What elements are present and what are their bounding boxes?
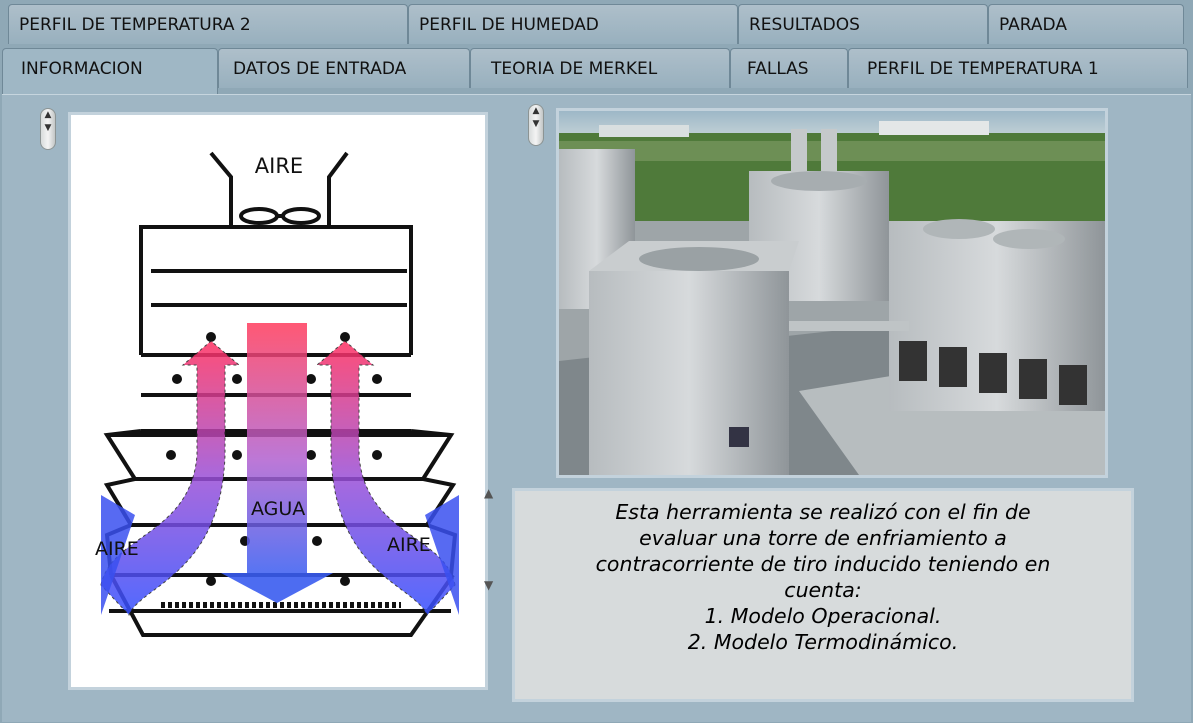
air-flow-arrow-right	[315, 340, 459, 616]
tab-row-front: INFORMACION DATOS DE ENTRADA TEORIA DE M…	[2, 48, 1188, 100]
cooling-tower-photo-svg	[559, 111, 1105, 475]
tab-row-back: PERFIL DE TEMPERATURA 2 PERFIL DE HUMEDA…	[8, 4, 1184, 44]
tab-teoria-de-merkel[interactable]: TEORIA DE MERKEL	[470, 48, 730, 88]
cooling-tower-photo	[556, 108, 1108, 478]
description-line: Esta herramienta se realizó con el fin d…	[615, 500, 1031, 524]
description-line: evaluar una torre de enfriamiento a	[639, 526, 1007, 550]
diagram-label-right-air: AIRE	[387, 534, 431, 556]
air-flow-arrow-left	[100, 340, 241, 616]
cooling-tower-diagram: AIRE AGUA AIRE AIRE	[68, 112, 488, 690]
diagram-label-water: AGUA	[251, 498, 305, 520]
text-scroll-down-icon[interactable]: ▼	[484, 578, 494, 592]
cooling-tower-diagram-svg: AIRE AGUA AIRE AIRE	[95, 151, 459, 637]
description-line: contracorriente de tiro inducido teniend…	[595, 552, 1051, 576]
text-scroll-up-icon[interactable]: ▲	[484, 486, 494, 500]
description-line: 2. Modelo Termodinámico.	[687, 630, 959, 654]
water-drops	[166, 332, 382, 586]
tab-datos-de-entrada[interactable]: DATOS DE ENTRADA	[218, 48, 470, 88]
tab-perfil-temperatura-1[interactable]: PERFIL DE TEMPERATURA 1	[848, 48, 1188, 88]
tab-informacion[interactable]: INFORMACION	[2, 48, 218, 100]
tab-perfil-temperatura-2[interactable]: PERFIL DE TEMPERATURA 2	[8, 4, 408, 44]
tab-perfil-humedad[interactable]: PERFIL DE HUMEDAD	[408, 4, 738, 44]
diagram-label-left-air: AIRE	[95, 538, 139, 560]
photo-scroll-control[interactable]: ▲▼	[528, 104, 544, 146]
diagram-label-top-air: AIRE	[255, 154, 303, 178]
description-text-box: Esta herramienta se realizó con el fin d…	[512, 488, 1134, 702]
tab-fallas[interactable]: FALLAS	[730, 48, 848, 88]
water-flow-arrow	[221, 323, 333, 603]
tab-resultados[interactable]: RESULTADOS	[738, 4, 988, 44]
tab-parada[interactable]: PARADA	[988, 4, 1184, 44]
description-line: cuenta:	[784, 578, 862, 602]
diagram-scroll-control[interactable]: ▲▼	[40, 108, 56, 150]
description-line: 1. Modelo Operacional.	[704, 604, 942, 628]
